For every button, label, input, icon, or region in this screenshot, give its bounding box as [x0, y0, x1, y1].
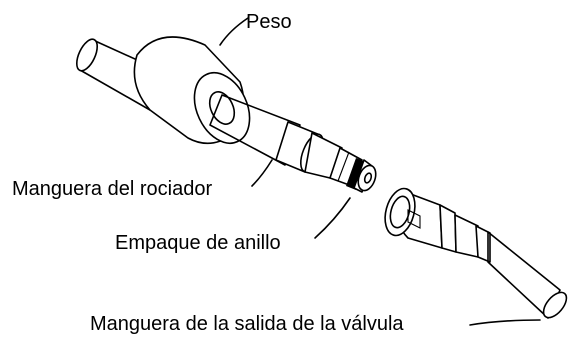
weight-cylinder — [133, 36, 251, 145]
valve-outlet-hose-braided — [487, 231, 568, 319]
fitting-tip — [353, 159, 377, 193]
sprayer-hose-assembly — [75, 36, 377, 193]
o-ring — [346, 158, 366, 190]
leader-lines — [219, 17, 541, 326]
sprayer-hose-front-section — [209, 94, 301, 166]
label-o-ring: Empaque de anillo — [115, 232, 281, 254]
leader-weight — [219, 17, 249, 46]
label-weight: Peso — [246, 11, 292, 33]
label-valve-outlet-hose: Manguera de la salida de la válvula — [90, 313, 404, 335]
valve-outlet-hose-assembly — [384, 187, 568, 319]
leader-valve-outlet-hose — [469, 319, 541, 326]
leader-o-ring — [314, 197, 351, 239]
label-sprayer-hose: Manguera del rociador — [12, 178, 212, 200]
sprayer-hose-fitting — [275, 121, 363, 187]
leader-sprayer-hose — [251, 159, 273, 187]
valve-outlet-coupling — [384, 187, 491, 263]
